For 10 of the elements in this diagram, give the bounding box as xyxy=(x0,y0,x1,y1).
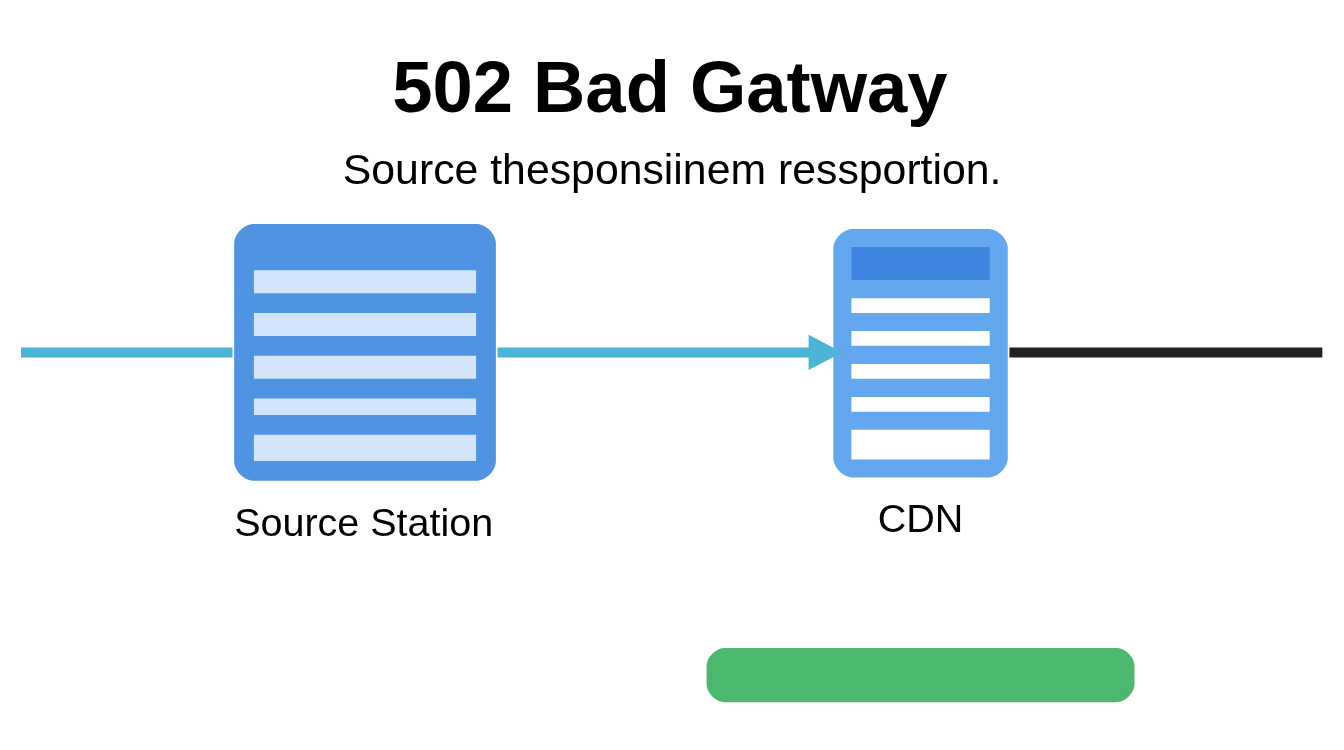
arrow xyxy=(497,334,843,370)
diagram-title: 502 Bad Gatway xyxy=(392,45,948,127)
connector xyxy=(1009,347,1323,357)
connector xyxy=(21,347,233,357)
node-label: CDN xyxy=(877,495,964,540)
node-label: Source Station xyxy=(234,499,494,543)
caption: Source thesponsiinem ressportion. xyxy=(342,144,1002,193)
node-box xyxy=(234,223,496,481)
node-box xyxy=(833,228,1008,478)
node-bar xyxy=(706,647,1135,702)
